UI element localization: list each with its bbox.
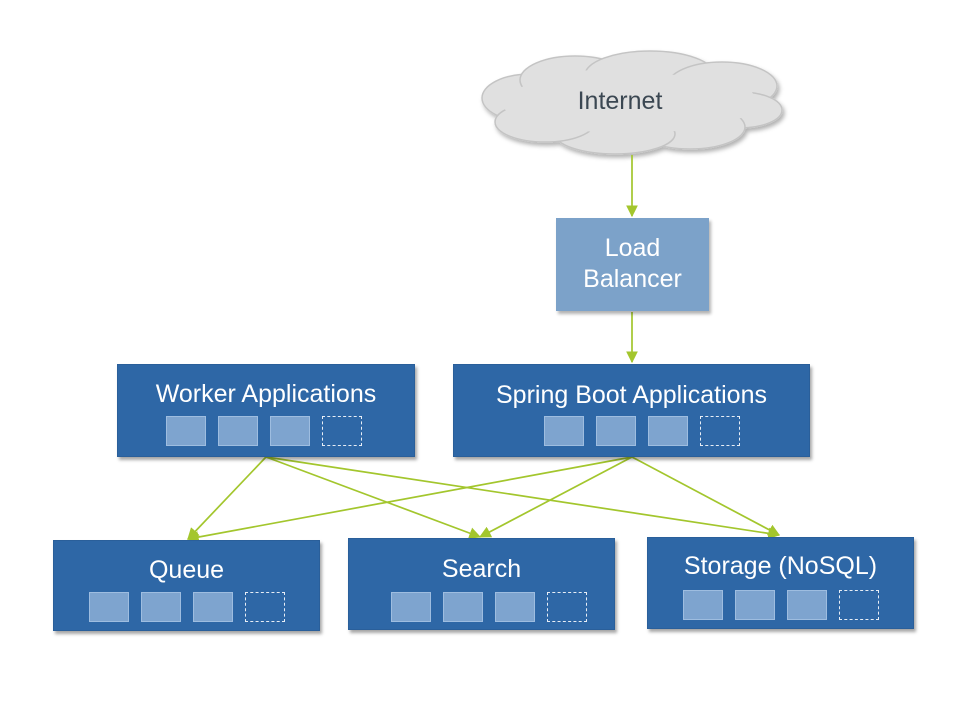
empty-instance-slot bbox=[322, 416, 362, 446]
instance-slot bbox=[787, 590, 827, 620]
arrow-worker-to-storage bbox=[265, 456, 781, 540]
connector-arrows bbox=[186, 155, 781, 543]
worker-instance-slots bbox=[118, 416, 414, 447]
queue-box: Queue bbox=[53, 540, 320, 631]
internet-label: Internet bbox=[577, 87, 663, 115]
load-balancer-label-line1: Load bbox=[604, 234, 661, 262]
arrow-spring-to-queue bbox=[186, 456, 633, 543]
worker-applications-box: Worker Applications bbox=[117, 364, 415, 457]
instance-slot bbox=[495, 592, 535, 622]
instance-slot bbox=[391, 592, 431, 622]
storage-nosql-box: Storage (NoSQL) bbox=[647, 537, 914, 629]
instance-slot bbox=[648, 416, 688, 446]
instance-slot bbox=[735, 590, 775, 620]
spring-boot-applications-box: Spring Boot Applications bbox=[453, 364, 810, 457]
load-balancer-label-line2: Balancer bbox=[583, 265, 682, 293]
storage-nosql-title: Storage (NoSQL) bbox=[683, 552, 878, 580]
search-box: Search bbox=[348, 538, 615, 630]
instance-slot bbox=[89, 592, 129, 622]
queue-instance-slots bbox=[54, 592, 319, 623]
arrow-spring-to-storage bbox=[631, 456, 781, 536]
arrow-worker-to-queue bbox=[187, 456, 267, 540]
load-balancer-box: Load Balancer bbox=[556, 218, 709, 311]
instance-slot bbox=[218, 416, 258, 446]
worker-applications-title: Worker Applications bbox=[155, 380, 377, 408]
arrow-worker-to-search bbox=[265, 456, 482, 539]
storage-instance-slots bbox=[648, 590, 913, 621]
empty-instance-slot bbox=[700, 416, 740, 446]
instance-slot bbox=[443, 592, 483, 622]
instance-slot bbox=[544, 416, 584, 446]
spring-boot-instance-slots bbox=[454, 416, 809, 447]
empty-instance-slot bbox=[245, 592, 285, 622]
instance-slot bbox=[596, 416, 636, 446]
queue-title: Queue bbox=[148, 556, 225, 584]
instance-slot bbox=[683, 590, 723, 620]
empty-instance-slot bbox=[839, 590, 879, 620]
search-title: Search bbox=[441, 555, 522, 583]
arrow-spring-to-search bbox=[478, 456, 633, 538]
spring-boot-applications-title: Spring Boot Applications bbox=[495, 381, 767, 409]
empty-instance-slot bbox=[547, 592, 587, 622]
search-instance-slots bbox=[349, 592, 614, 623]
instance-slot bbox=[141, 592, 181, 622]
internet-cloud bbox=[481, 50, 783, 155]
instance-slot bbox=[270, 416, 310, 446]
instance-slot bbox=[193, 592, 233, 622]
instance-slot bbox=[166, 416, 206, 446]
